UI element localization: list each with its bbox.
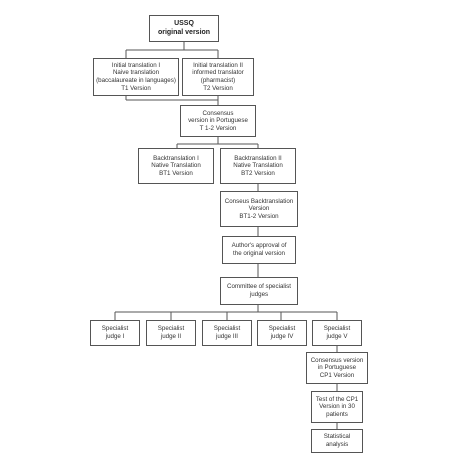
node-specialist-judge-5: Specialist judge V — [312, 320, 362, 346]
node-consensus-backtranslation-label: Conseus Backtranslation Version BT1-2 Ve… — [224, 197, 294, 220]
node-specialist-judge-3-label: Specialist judge III — [213, 325, 241, 340]
node-committee-judges: Committee of specialist judges — [220, 277, 298, 305]
node-consensus-backtranslation: Conseus Backtranslation Version BT1-2 Ve… — [220, 191, 298, 227]
node-author-approval-label: Author's approval of the original versio… — [231, 242, 287, 257]
node-initial-translation-1-label: Initial translation I Naive translation … — [96, 61, 176, 92]
node-test-cp1: Test of the CP1 Version in 30 patients — [311, 391, 363, 423]
node-statistical-analysis-label: Statistical analysis — [323, 433, 351, 448]
node-specialist-judge-3: Specialist judge III — [202, 320, 252, 346]
node-initial-translation-1: Initial translation I Naive translation … — [93, 58, 179, 96]
node-consensus-t12-label: Consensus version in Portuguese T 1-2 Ve… — [188, 109, 248, 132]
node-specialist-judge-2-label: Specialist judge II — [157, 325, 185, 340]
node-committee-judges-label: Committee of specialist judges — [227, 283, 291, 298]
node-consensus-cp1: Consensus version in Portuguese CP1 Vers… — [306, 352, 368, 384]
node-specialist-judge-4-label: Specialist judge IV — [268, 325, 296, 340]
node-specialist-judge-1: Specialist judge I — [90, 320, 140, 346]
connector-ussq-translations — [125, 41, 219, 58]
connector-consensus-backtranslations — [176, 137, 259, 148]
node-consensus-cp1-label: Consensus version in Portuguese CP1 Vers… — [310, 356, 364, 379]
node-ussq-original: USSQ original version — [149, 15, 219, 42]
node-ussq-original-label: USSQ original version — [157, 19, 211, 36]
node-consensus-t12: Consensus version in Portuguese T 1-2 Ve… — [180, 105, 256, 137]
node-specialist-judge-2: Specialist judge II — [146, 320, 196, 346]
node-backtranslation-2: Backtranslation II Native Translation BT… — [220, 148, 296, 184]
connector-translations-consensus — [125, 96, 219, 105]
connector-committee-judges — [114, 305, 338, 320]
node-specialist-judge-4: Specialist judge IV — [257, 320, 307, 346]
node-initial-translation-2-label: Initial translation II informed translat… — [192, 61, 244, 92]
node-author-approval: Author's approval of the original versio… — [222, 236, 296, 264]
node-backtranslation-2-label: Backtranslation II Native Translation BT… — [233, 154, 283, 177]
node-backtranslation-1-label: Backtranslation I Native Translation BT1… — [151, 154, 201, 177]
node-specialist-judge-1-label: Specialist judge I — [101, 325, 129, 340]
node-test-cp1-label: Test of the CP1 Version in 30 patients — [315, 395, 359, 418]
node-backtranslation-1: Backtranslation I Native Translation BT1… — [138, 148, 214, 184]
node-initial-translation-2: Initial translation II informed translat… — [182, 58, 254, 96]
node-specialist-judge-5-label: Specialist judge V — [323, 325, 351, 340]
node-statistical-analysis: Statistical analysis — [311, 429, 363, 453]
